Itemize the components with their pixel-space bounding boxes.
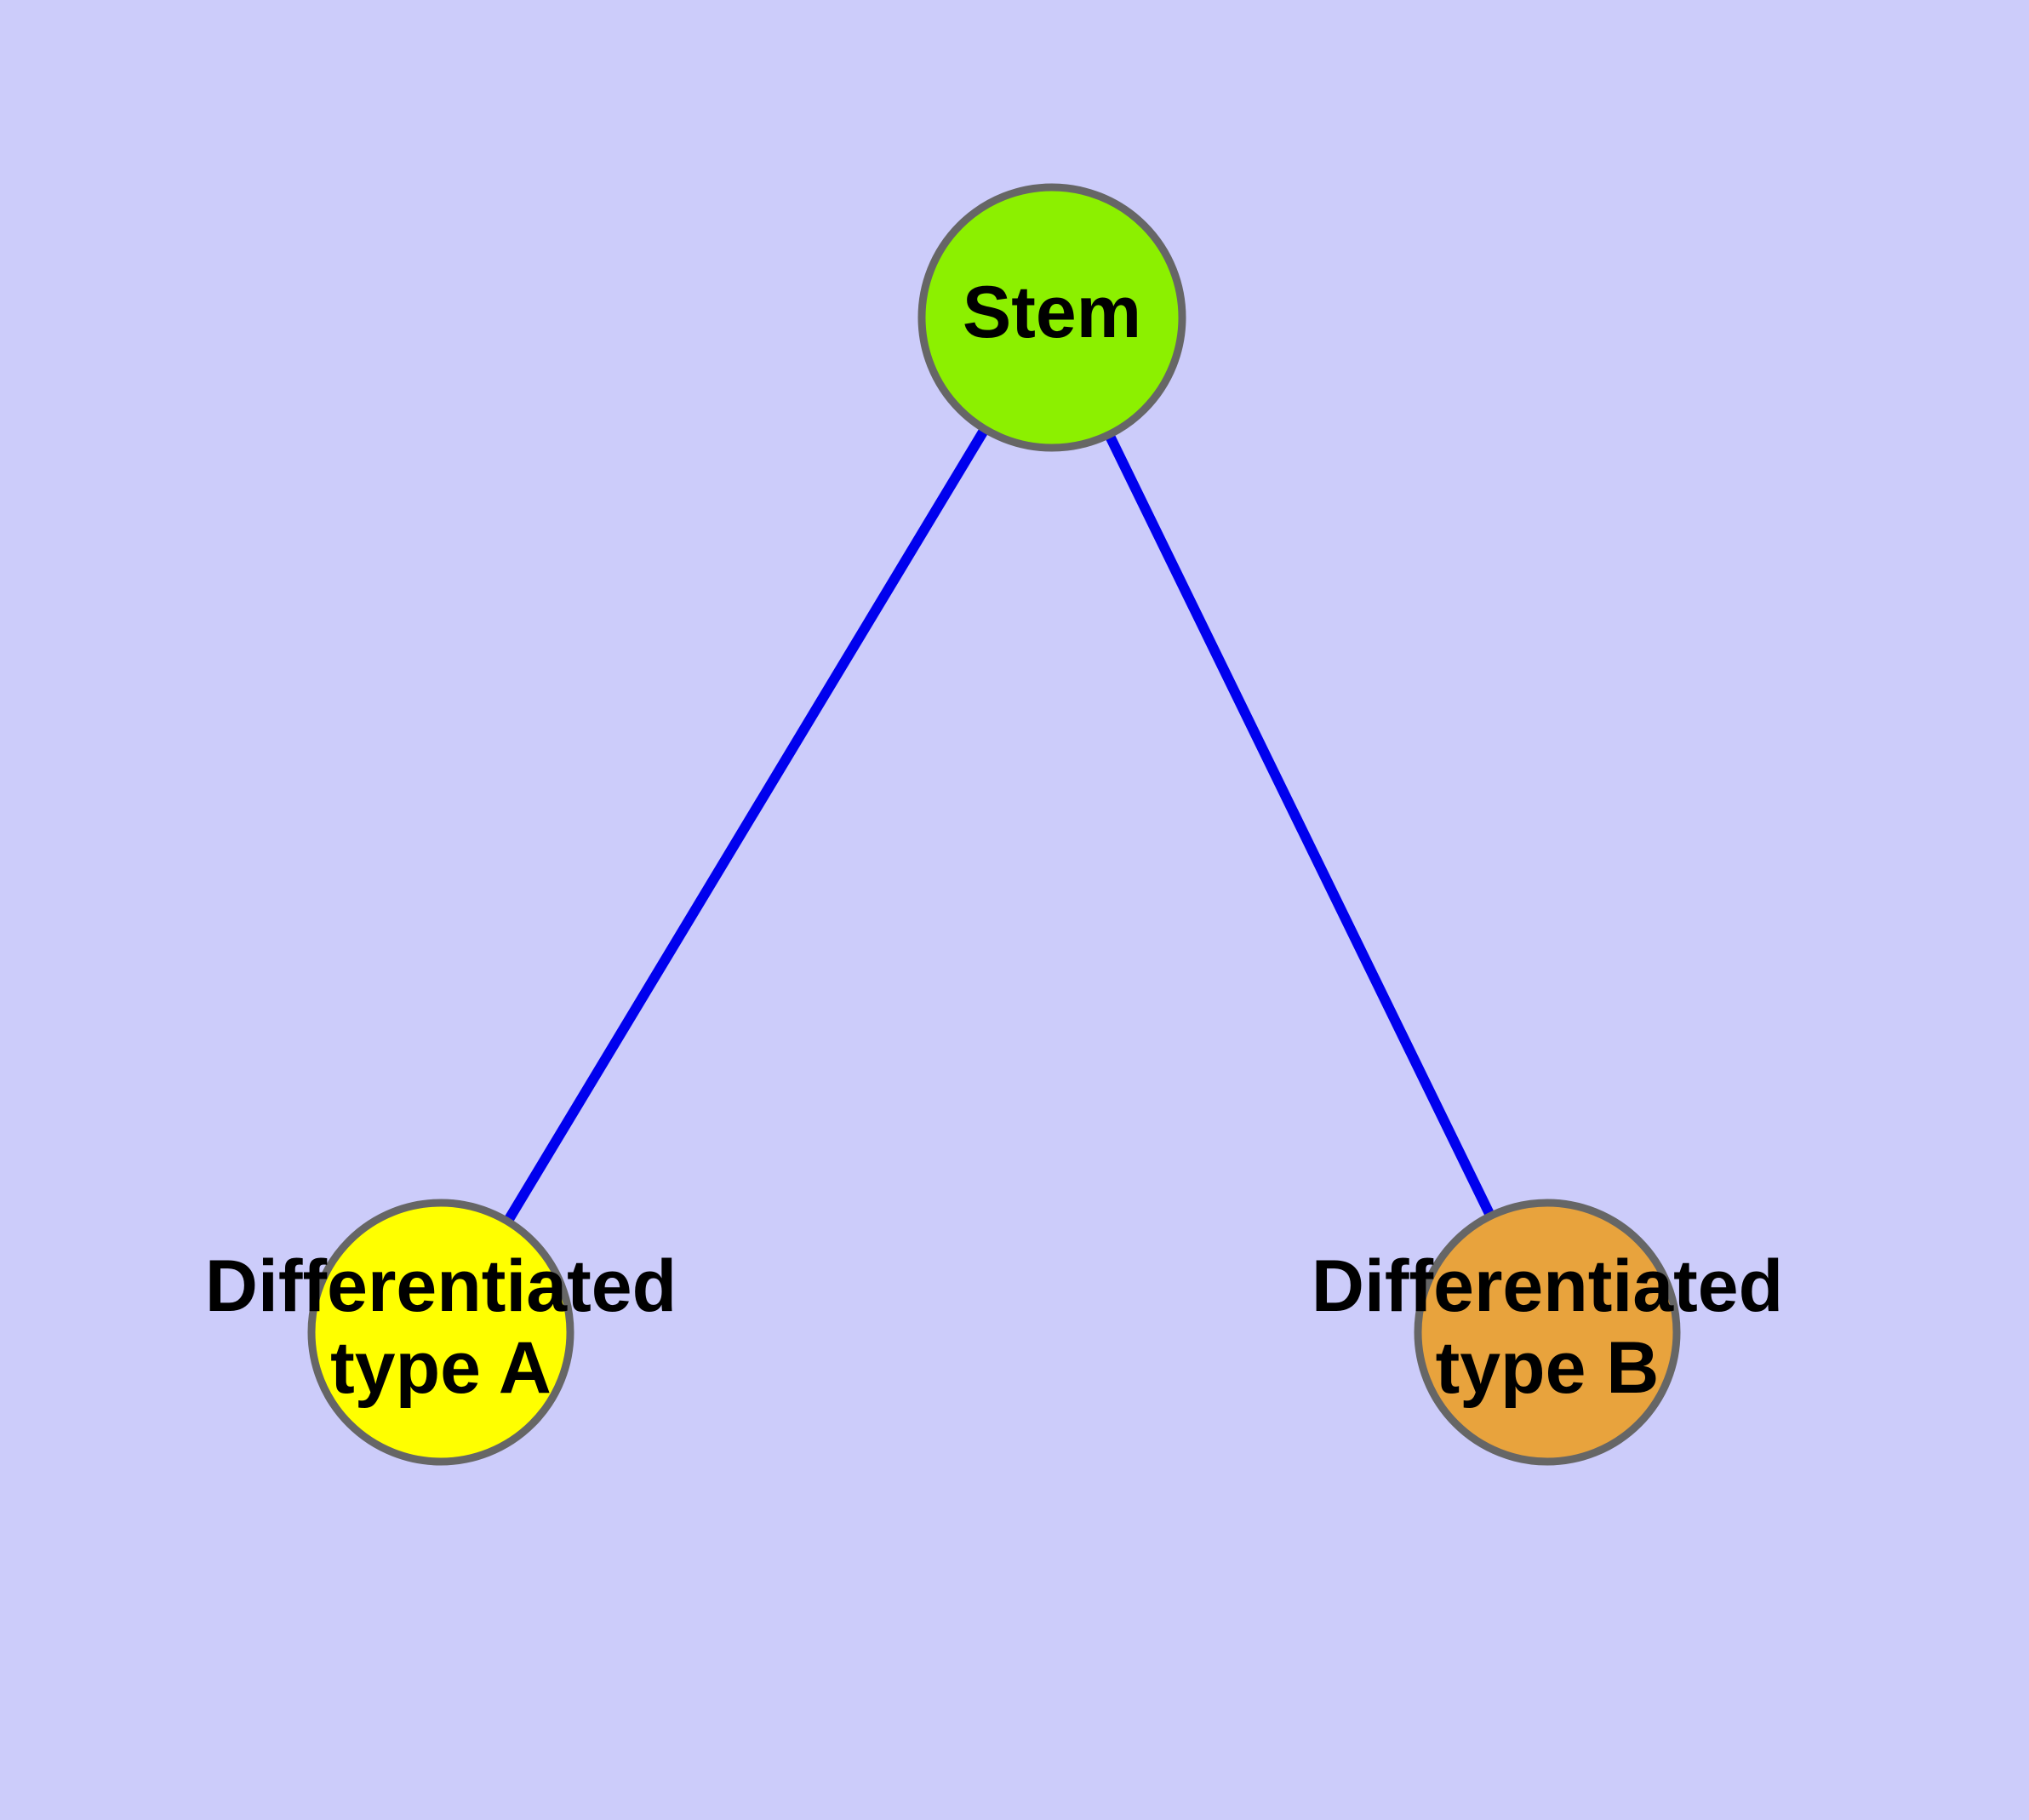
edge-stem-to-diff-a[interactable] [504, 428, 988, 1222]
node-diff-a[interactable] [307, 1199, 574, 1466]
edge-stem-to-diff-b[interactable] [1106, 434, 1495, 1216]
node-stem[interactable] [917, 183, 1186, 452]
node-label-line: Differentiated [1312, 1245, 1783, 1327]
nodes-layer [307, 183, 1681, 1466]
node-label-line: Differentiated [205, 1245, 677, 1327]
node-label-line: type B [1436, 1327, 1660, 1409]
node-label-stem: Stem [963, 272, 1141, 353]
node-label-line: Stem [963, 272, 1141, 353]
node-diff-b[interactable] [1414, 1199, 1681, 1466]
node-label-line: type A [330, 1327, 552, 1409]
edges-layer [504, 428, 1495, 1222]
